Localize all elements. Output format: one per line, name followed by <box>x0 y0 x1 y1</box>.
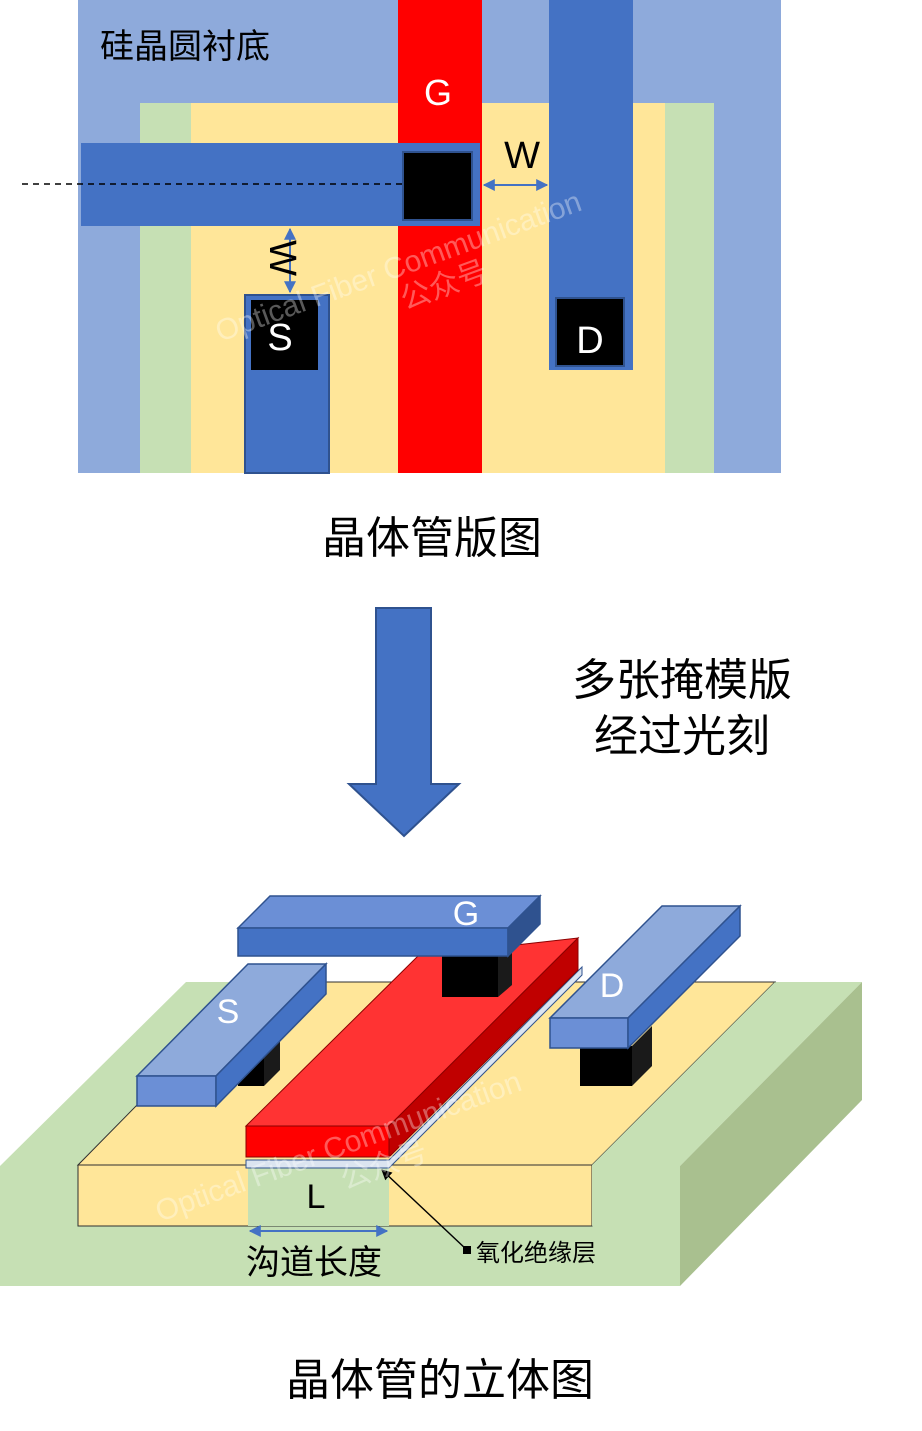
oxide-callout-line <box>381 1169 468 1251</box>
drain-metal-side <box>627 904 741 1050</box>
drain-label: D <box>576 320 603 362</box>
active-right-face <box>592 982 775 1226</box>
isometric-diagram: G S D L 沟道长度 氧化绝缘层 <box>0 894 862 1286</box>
gate-right-face <box>388 936 579 1159</box>
gate-label-3d: G <box>453 895 479 933</box>
layout-caption: 晶体管版图 <box>322 513 542 564</box>
gate-metal-top <box>236 895 542 929</box>
oxide-layer <box>245 965 583 1169</box>
width-label-right: W <box>504 135 540 177</box>
oxide-label: 氧化绝缘层 <box>476 1239 596 1267</box>
gate-contact <box>402 151 473 221</box>
base-right-face <box>680 982 862 1286</box>
source-metal-front <box>136 1075 217 1107</box>
source-metal-side <box>215 962 327 1108</box>
source-label: S <box>267 317 292 359</box>
substrate-label: 硅晶圆衬底 <box>100 27 270 67</box>
channel-cutout <box>248 1166 389 1226</box>
down-arrow <box>346 607 462 838</box>
drain-label-3d: D <box>600 967 625 1005</box>
source-label-3d: S <box>217 993 240 1031</box>
isometric-caption: 晶体管的立体图 <box>286 1355 594 1406</box>
length-label: L <box>307 1178 326 1216</box>
drain-contact <box>555 297 625 367</box>
gate-metal-side <box>507 894 541 958</box>
source-contact <box>251 300 318 370</box>
gate-poly-strip <box>398 0 482 473</box>
width-label-left: W <box>261 240 303 276</box>
layout-diagram: 硅晶圆衬底 G W W S D <box>22 0 781 474</box>
process-step-line1: 多张掩模版 <box>572 655 792 706</box>
gate-label: G <box>424 72 452 113</box>
channel-length-label: 沟道长度 <box>246 1243 382 1283</box>
drain-contact-side <box>632 1026 652 1086</box>
oxide-callout-dot <box>463 1246 471 1254</box>
drain-metal-front <box>549 1017 629 1049</box>
process-step-line2: 经过光刻 <box>594 711 770 762</box>
drain-contact-3d <box>580 1046 632 1086</box>
gate-contact-3d <box>442 955 498 997</box>
